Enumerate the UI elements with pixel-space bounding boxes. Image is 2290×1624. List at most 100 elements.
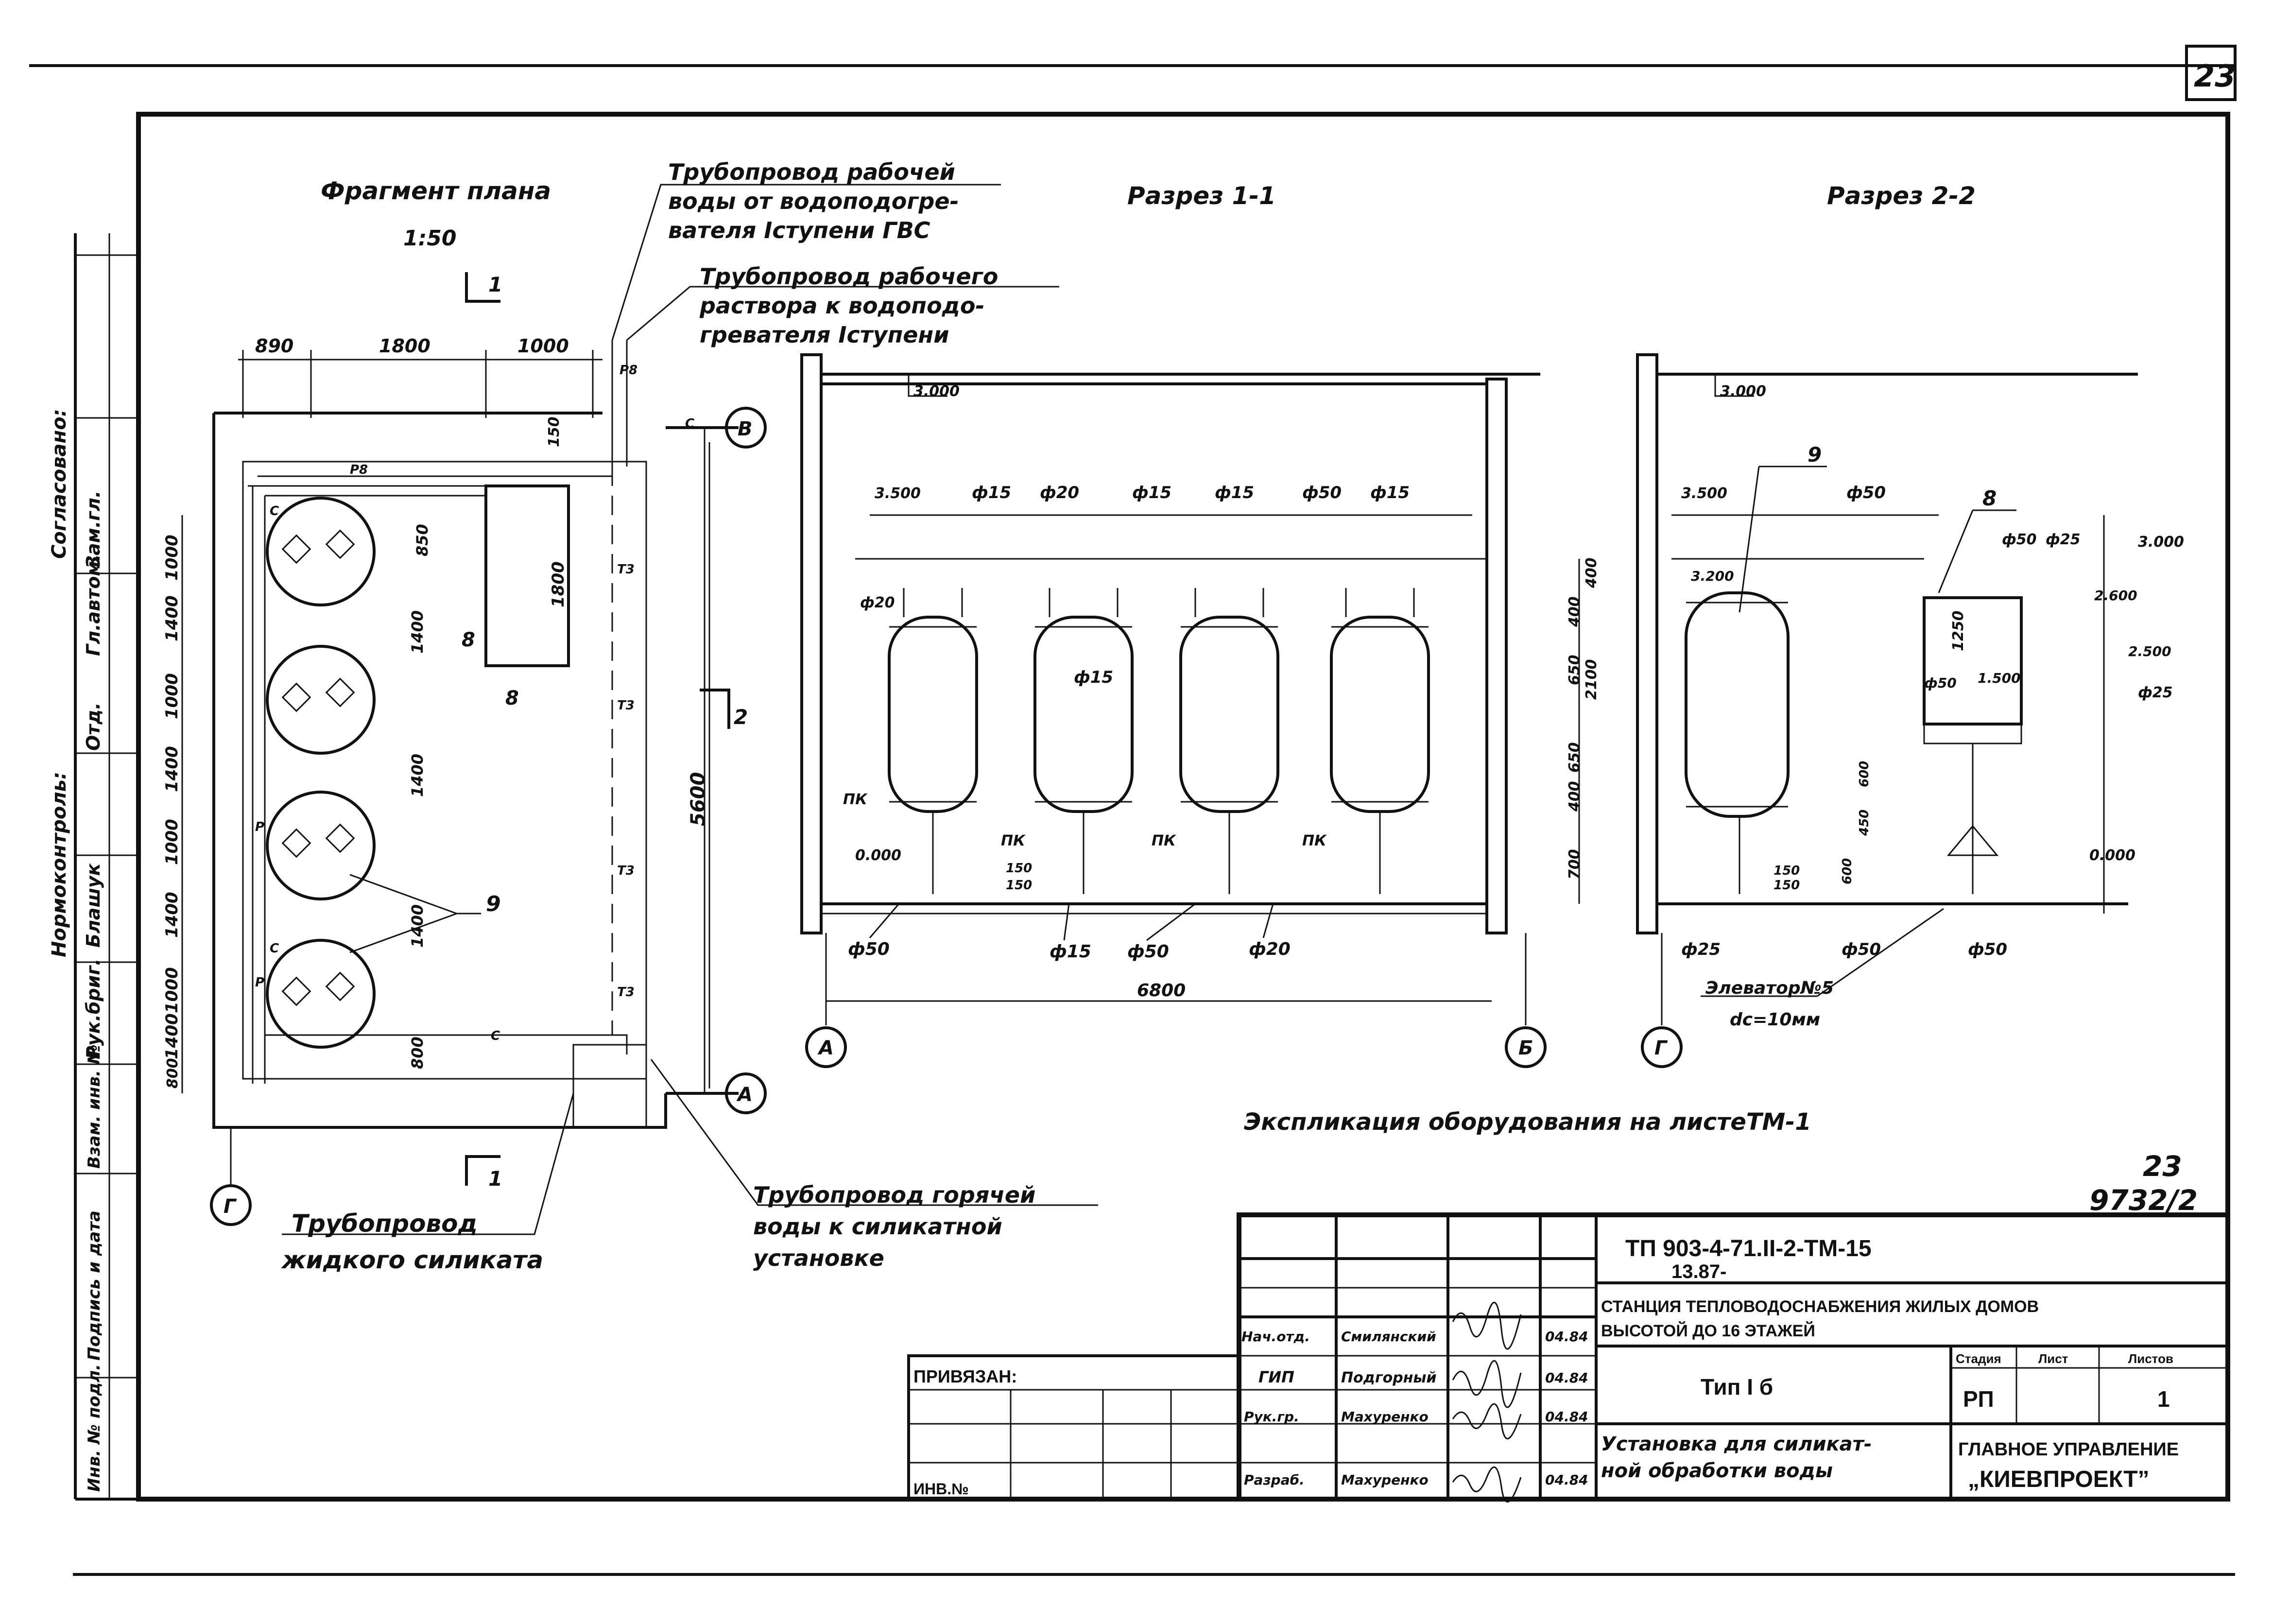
org-line-2: „КИЕВПРОЕКТ” [1968, 1467, 2150, 1492]
section2-elev-e: 1.500 [1978, 670, 2021, 686]
plan-section-2: 2 [734, 705, 748, 729]
plan-code-12: С [685, 416, 694, 431]
section2-d-5: ф50 [1924, 675, 1957, 691]
plan-code-7: С [491, 1029, 500, 1043]
section2-elevator-line2: dc=10мм [1730, 1010, 1820, 1030]
tb-date-3: 04.84 [1545, 1409, 1588, 1425]
plan-scale: 1:50 [403, 226, 456, 251]
section2-elev-c: 2.600 [2094, 587, 2137, 604]
tb-role-2: ГИП [1258, 1368, 1294, 1386]
section2-elevator-line1: Элеватор№5 [1705, 978, 1834, 998]
section1-d-top-2: ф20 [1040, 483, 1079, 502]
plan-section-1-bottom: 1 [488, 1167, 502, 1191]
margin-col-2: Гл.автом. [83, 554, 104, 656]
tb-name-4: Махуренко [1341, 1472, 1429, 1488]
section2-equipment-8 [1923, 596, 2023, 894]
section1-label-pk3: ПК [1152, 832, 1176, 849]
plan-dim-inner-5: 800 [408, 1037, 427, 1069]
tb-role-3: Рук.гр. [1244, 1409, 1299, 1425]
leader-notes: Трубопровод рабочей воды от водоподогре-… [281, 159, 1098, 1274]
plan-dim-left-7: 1000 [162, 967, 182, 1013]
plan-axis-V: В [738, 418, 753, 440]
margin-col-6: Рук.бриг. [83, 959, 104, 1060]
plan-callout-9: 9 [486, 892, 501, 916]
section2-d-1: ф50 [1846, 483, 1886, 502]
margin-col-3: Отд. [83, 703, 104, 751]
doc-code: ТП 903-4-71.II-2-ТМ-15 [1625, 1236, 1872, 1261]
tb-date-1: 04.84 [1545, 1329, 1588, 1345]
doc-ref-sheet: 23 [2143, 1150, 2182, 1183]
signature-3 [1452, 1403, 1522, 1440]
plan-code-1: Р8 [620, 363, 637, 378]
equipment-note: Экспликация оборудования на листеТМ-1 [1244, 1108, 1811, 1136]
plan-dim-inner-3: 1400 [408, 754, 427, 797]
signature-4 [1452, 1466, 1522, 1503]
org-line-1: ГЛАВНОЕ УПРАВЛЕНИЕ [1958, 1439, 2179, 1460]
plan-tank-1 [266, 497, 376, 606]
section2-title: Разрез 2-2 [1827, 182, 1976, 210]
leader-liquid-silicate: Трубопровод жидкого силиката [281, 1209, 543, 1274]
section2-callout-9: 9 [1808, 443, 1822, 466]
tb-date-4: 04.84 [1545, 1472, 1588, 1488]
leader-hot-water: Трубопровод горячей воды к силикатной ус… [753, 1182, 1043, 1271]
plan-code-11: Р [255, 975, 264, 990]
plan-dim-top-1: 890 [255, 335, 293, 357]
section1-title: Разрез 1-1 [1127, 182, 1276, 210]
tb-name-2: Подгорный [1341, 1369, 1437, 1386]
section2-dim-1: 1250 [1950, 611, 1967, 652]
section1-elev-floor: 0.000 [855, 847, 901, 864]
section1-d-bot-4: ф20 [1249, 939, 1291, 959]
section2-dim-5: 150 [1773, 864, 1800, 878]
section2-elev-a: 3.200 [1691, 568, 1734, 584]
section1-dim-r2: 400 [1566, 596, 1583, 627]
section2-tank [1685, 591, 1790, 894]
section1-dim-r6: 400 [1566, 781, 1583, 812]
stamp-replace-inv: Взам. инв. № [85, 1044, 104, 1169]
section1-label-pk1: ПК [843, 791, 868, 808]
section2-d-8: ф50 [1968, 940, 2007, 959]
section1-d-top-4: ф15 [1215, 483, 1254, 502]
sheet-title-1: Установка для силикат- [1601, 1433, 1872, 1455]
plan-callout-8a: 8 [462, 629, 475, 651]
stamp-signature-date: Подпись и дата [85, 1210, 104, 1361]
section2-d-2: ф50 [2002, 531, 2037, 548]
doc-code-2: 13.87- [1671, 1261, 1726, 1282]
section1-dim-r5: 650 [1566, 742, 1583, 773]
section1-label-pk2: ПК [1001, 832, 1026, 849]
plan-dim-left-3: 1000 [162, 673, 182, 719]
sheet-label: Лист [2038, 1351, 2068, 1366]
section2-d-3: ф25 [2046, 531, 2081, 548]
tb-role-1: Нач.отд. [1241, 1329, 1310, 1345]
sheet-number: 23 [2194, 58, 2236, 94]
title-block: ПРИВЯЗАН: ИНВ.№ Нач.отд. Смилянский 04.8… [907, 1212, 2230, 1503]
plan-dim-left-4: 1400 [162, 746, 182, 792]
plan-axis-A: А [736, 1084, 753, 1106]
type-label: Тип I б [1701, 1374, 1773, 1399]
section1-label-150b: 150 [1006, 878, 1032, 893]
sheet-title-2: ной обработки воды [1601, 1460, 1833, 1482]
left-margin-stamp: Согласовано: Зам.гл. Гл.автом. Отд. Норм… [48, 254, 138, 1492]
section1-tank-1 [888, 588, 978, 894]
plan-dim-top-2: 1800 [379, 335, 430, 357]
section1-elev-pipe: 3.500 [875, 485, 921, 502]
margin-col-5: Блашук [83, 863, 104, 948]
plan-tank-4 [266, 939, 376, 1049]
plan-dim-inner-1: 850 [413, 524, 431, 556]
section1-dim-r1: 400 [1583, 557, 1600, 588]
sheets-value: 1 [2157, 1386, 2170, 1412]
station-line-2: ВЫСОТОЙ ДО 16 ЭТАЖЕЙ [1601, 1321, 1815, 1340]
stamp-inv-original: Инв. № подл. [85, 1364, 104, 1492]
section1-label-150a: 150 [1006, 861, 1032, 876]
section2-elev-b: 3.000 [2138, 534, 2184, 551]
plan-dim-tank-h: 1800 [549, 561, 568, 607]
section1-dim-r4: 2100 [1583, 659, 1600, 700]
plan-dim-tank-w: 150 [546, 416, 563, 447]
tb-name-3: Махуренко [1341, 1409, 1429, 1425]
tb-name-1: Смилянский [1341, 1329, 1436, 1345]
plan-title: Фрагмент плана [321, 177, 551, 205]
plan-dim-left-5: 1000 [162, 819, 182, 865]
plan-axis-G: Г [224, 1195, 237, 1218]
plan-dim-left-9: 800 [164, 1058, 181, 1088]
bound-label: ПРИВЯЗАН: [913, 1366, 1017, 1386]
section2-d-4: ф25 [2138, 684, 2173, 701]
